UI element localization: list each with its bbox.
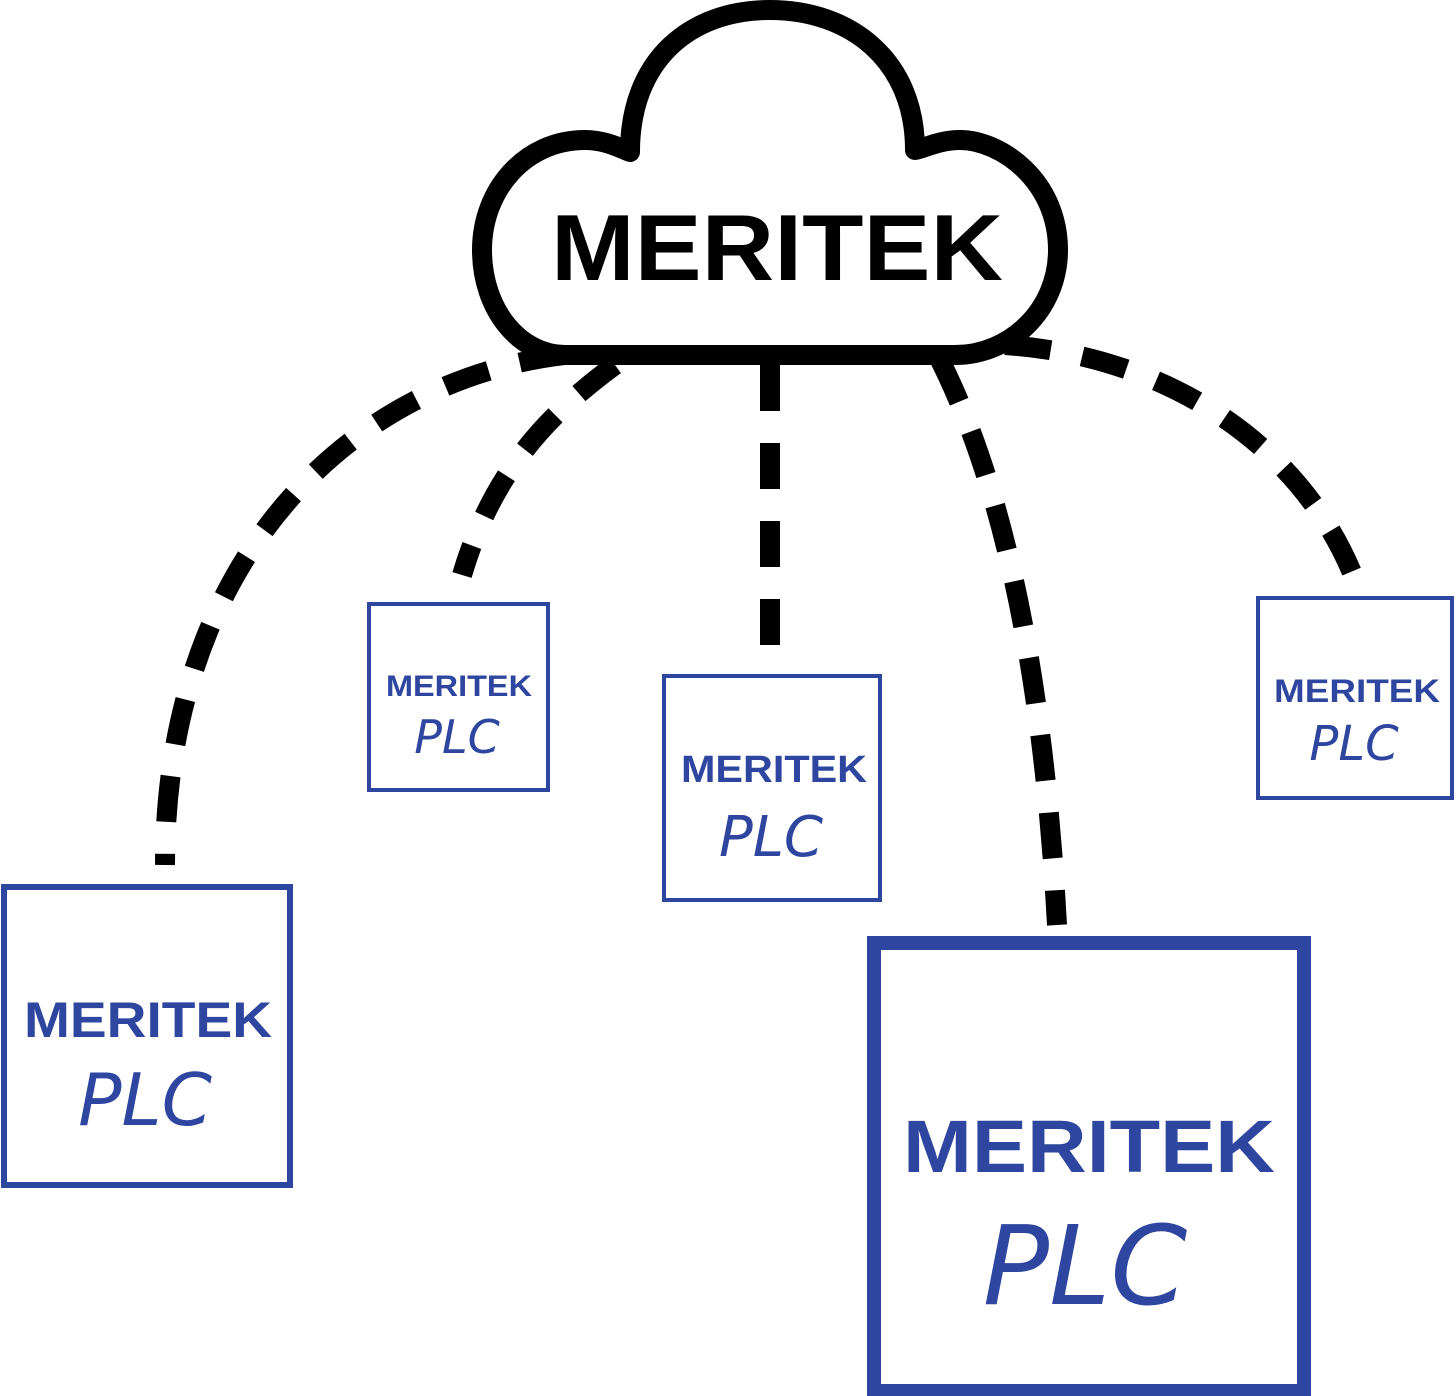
cloud-icon	[472, 0, 1068, 365]
connections	[155, 335, 1365, 926]
plc-label: PLC	[983, 1202, 1188, 1330]
plc-box: MERITEK PLC	[662, 674, 882, 902]
plc-box: MERITEK PLC	[367, 602, 550, 792]
plc-brand: MERITEK	[24, 992, 272, 1048]
plc-label: PLC	[78, 1058, 213, 1142]
cloud-node: MERITEK	[472, 0, 1068, 365]
connection-plc-1	[155, 345, 567, 866]
plc-label: PLC	[1309, 716, 1399, 772]
cloud-label: MERITEK	[551, 195, 1003, 300]
plc-label: PLC	[719, 805, 823, 870]
connection-plc-2	[452, 356, 621, 578]
plc-box: MERITEK PLC	[1256, 596, 1454, 800]
plc-brand: MERITEK	[903, 1105, 1275, 1188]
plc-brand: MERITEK	[681, 749, 868, 791]
plc-label: PLC	[414, 710, 500, 764]
plc-box: MERITEK PLC	[867, 936, 1311, 1396]
plc-brand: MERITEK	[386, 670, 532, 703]
plc-box: MERITEK PLC	[1, 884, 293, 1188]
connection-plc-5	[1004, 335, 1365, 584]
plc-brand: MERITEK	[1274, 673, 1440, 709]
connection-plc-4	[931, 355, 1067, 926]
